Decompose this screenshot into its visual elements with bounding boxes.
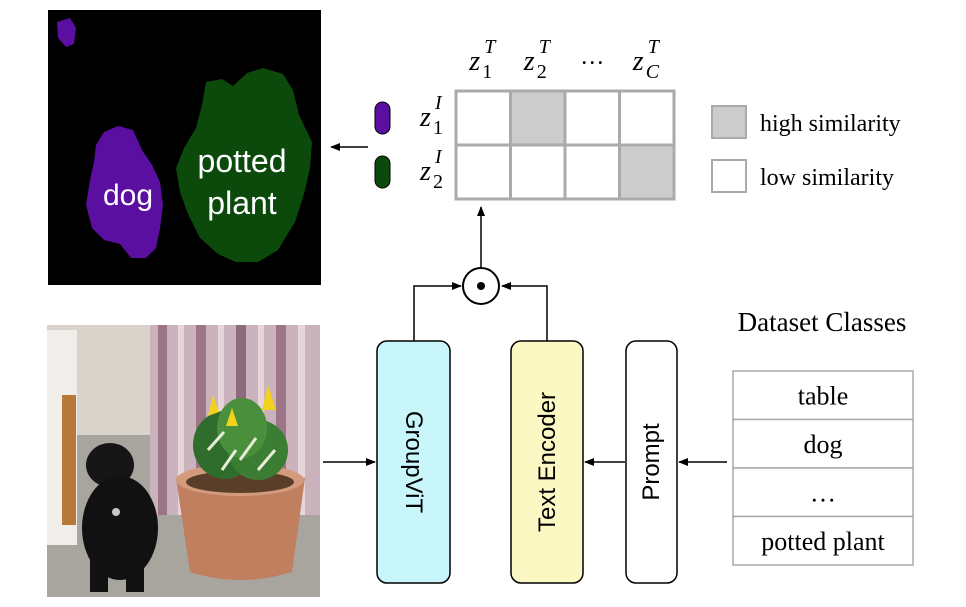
segment-potted-plant — [176, 68, 312, 262]
photo-plant-pot — [176, 464, 305, 580]
prompt-box — [625, 340, 678, 584]
matrix-col-header-4-base: z — [632, 46, 644, 77]
dataset-classes-title: Dataset Classes — [738, 307, 907, 337]
dataset-class-cell-1 — [732, 370, 914, 421]
matrix-cell-r2-c1 — [454, 143, 512, 201]
matrix-col-header-3-text: … — [580, 44, 604, 70]
groupvit-label: GroupViT — [400, 411, 427, 514]
matrix-cell-r1-c3 — [563, 89, 621, 147]
matrix-cell-r2-c2 — [509, 143, 567, 201]
matrix-row-swatch-1 — [374, 101, 391, 135]
dataset-class-cell-3 — [732, 467, 914, 518]
legend: high similarity low similarity — [711, 105, 901, 193]
photo-chair — [47, 330, 77, 545]
photo-dog — [82, 443, 158, 592]
segment-label-plant-line1: potted — [198, 143, 287, 179]
matrix-row-header-1-superscript: I — [434, 92, 443, 114]
text-encoder-block: Text Encoder — [510, 340, 584, 584]
groupvit-box — [376, 340, 451, 584]
matrix-row-header-2-base: z — [419, 156, 431, 187]
dataset-class-label-1: table — [798, 381, 849, 410]
prompt-block: Prompt — [625, 340, 678, 584]
matrix-col-header-4-superscript: T — [648, 36, 661, 58]
segment-label-dog: dog — [103, 179, 153, 212]
matrix-col-header-4-subscript: C — [646, 61, 660, 83]
matrix-row-header-2-superscript: I — [434, 146, 443, 168]
matrix-row-header-1-subscript: 1 — [433, 117, 443, 139]
matrix-row-swatch-2 — [374, 155, 391, 189]
prompt-label: Prompt — [638, 423, 665, 501]
segment-label-plant-line2: plant — [207, 185, 277, 221]
matrix-col-header-1-subscript: 1 — [482, 61, 492, 83]
dot-product-operator — [462, 267, 500, 305]
legend-high-swatch — [711, 105, 747, 139]
matrix-cell-r1-c4 — [618, 89, 676, 147]
matrix-col-header-2-base: z — [523, 46, 535, 77]
text-encoder-label: Text Encoder — [534, 392, 561, 532]
dot-product-dot — [477, 282, 485, 290]
legend-high-label: high similarity — [760, 111, 901, 137]
matrix-row-header-2-subscript: 2 — [433, 171, 443, 193]
dataset-class-label-4: potted plant — [761, 527, 885, 556]
groupvit-block: GroupViT — [376, 340, 451, 584]
matrix-cell-r1-c1 — [454, 89, 512, 147]
text-encoder-box — [510, 340, 584, 584]
matrix-col-header-2-subscript: 2 — [537, 61, 547, 83]
matrix-cell-r1-c2 — [509, 89, 567, 147]
dataset-class-cell-4 — [732, 515, 914, 566]
legend-low-swatch — [711, 159, 747, 193]
legend-low-label: low similarity — [760, 165, 894, 191]
matrix-col-header-2-superscript: T — [539, 36, 552, 58]
matrix-col-header-1-base: z — [468, 46, 480, 77]
photo-plant-leaves — [193, 385, 288, 480]
input-photo — [47, 325, 320, 597]
matrix-col-header-3: … — [580, 44, 604, 70]
matrix-col-header-1-superscript: T — [484, 36, 497, 58]
matrix-cell-r2-c3 — [563, 143, 621, 201]
segment-small-purple — [57, 18, 76, 47]
segmentation-map: dog potted plant — [48, 10, 321, 285]
dataset-classes-list: table dog … potted plant — [732, 370, 914, 566]
arrow-text-to-operator — [501, 282, 548, 341]
matrix-row-header-1-base: z — [419, 102, 431, 133]
segment-dog — [86, 126, 163, 258]
dataset-class-label-3: … — [810, 478, 836, 507]
dataset-class-cell-2 — [732, 418, 914, 469]
matrix-cell-r2-c4 — [618, 143, 676, 201]
arrow-groupvit-to-operator — [413, 282, 462, 341]
dataset-class-label-2: dog — [804, 430, 843, 459]
